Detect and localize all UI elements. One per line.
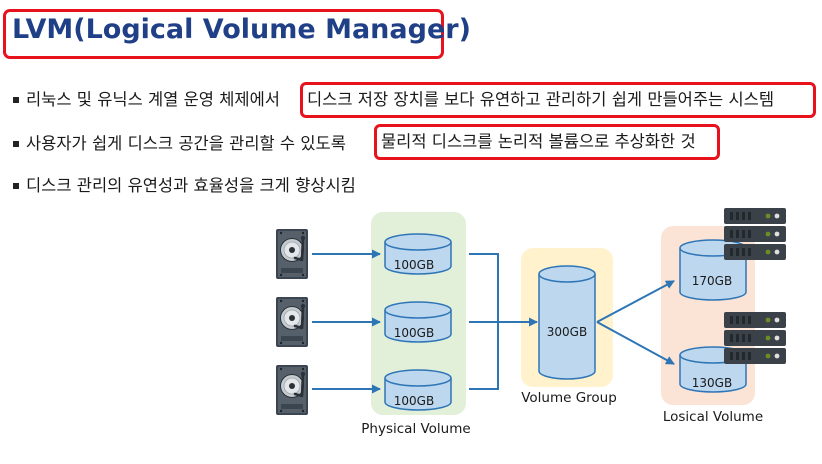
bullet-2-highlight-box bbox=[374, 124, 720, 160]
logical-volume-size-1: 170GB bbox=[692, 274, 732, 288]
volume-group-disk bbox=[538, 265, 596, 380]
server-rack-icon bbox=[724, 312, 786, 364]
server-rack-icon bbox=[724, 208, 786, 260]
title-highlight-box bbox=[3, 9, 444, 59]
physical-volume-size-2: 100GB bbox=[394, 326, 434, 340]
physical-volume-disk-2 bbox=[384, 301, 452, 343]
logical-volume-size-2: 130GB bbox=[692, 376, 732, 390]
bullet-item-3: 디스크 관리의 유연성과 효율성을 크게 향상시킴 bbox=[0, 172, 822, 200]
bullet-3-text: 디스크 관리의 유연성과 효율성을 크게 향상시킴 bbox=[26, 176, 356, 195]
arrow-vg-to-lv-2 bbox=[596, 321, 675, 365]
bullet-2-highlight-text: 물리적 디스크를 논리적 볼륨으로 추상화한 것 bbox=[381, 132, 696, 151]
logical-volume-label: Losical Volume bbox=[663, 409, 763, 425]
bullet-1-highlight-box bbox=[300, 82, 816, 118]
bullet-marker bbox=[13, 183, 19, 189]
hard-disk-icon bbox=[274, 227, 310, 281]
physical-volume-label: Physical Volume bbox=[361, 421, 470, 437]
bullet-marker bbox=[13, 141, 19, 147]
bullet-marker bbox=[13, 97, 19, 103]
volume-group-size: 300GB bbox=[547, 325, 587, 339]
bullet-item-2: 사용자가 쉽게 디스크 공간을 관리할 수 있도록 bbox=[0, 130, 822, 158]
hard-disk-icon bbox=[274, 295, 310, 349]
volume-group-label: Volume Group bbox=[521, 390, 617, 406]
bullet-item-1: 리눅스 및 유닉스 계열 운영 체제에서 bbox=[0, 86, 822, 114]
physical-volume-disk-1 bbox=[384, 233, 452, 275]
physical-volume-size-1: 100GB bbox=[394, 258, 434, 272]
bullet-1-text: 리눅스 및 유닉스 계열 운영 체제에서 bbox=[26, 90, 280, 109]
page-title: LVM(Logical Volume Manager) bbox=[12, 14, 471, 45]
bullet-1-highlight-text: 디스크 저장 장치를 보다 유연하고 관리하기 쉽게 만들어주는 시스템 bbox=[307, 90, 774, 109]
hard-disk-icon bbox=[274, 363, 310, 417]
arrow-vg-to-lv-1 bbox=[596, 280, 675, 323]
bullet-2-text: 사용자가 쉽게 디스크 공간을 관리할 수 있도록 bbox=[26, 134, 346, 153]
physical-volume-size-3: 100GB bbox=[394, 394, 434, 408]
physical-volume-disk-3 bbox=[384, 369, 452, 411]
